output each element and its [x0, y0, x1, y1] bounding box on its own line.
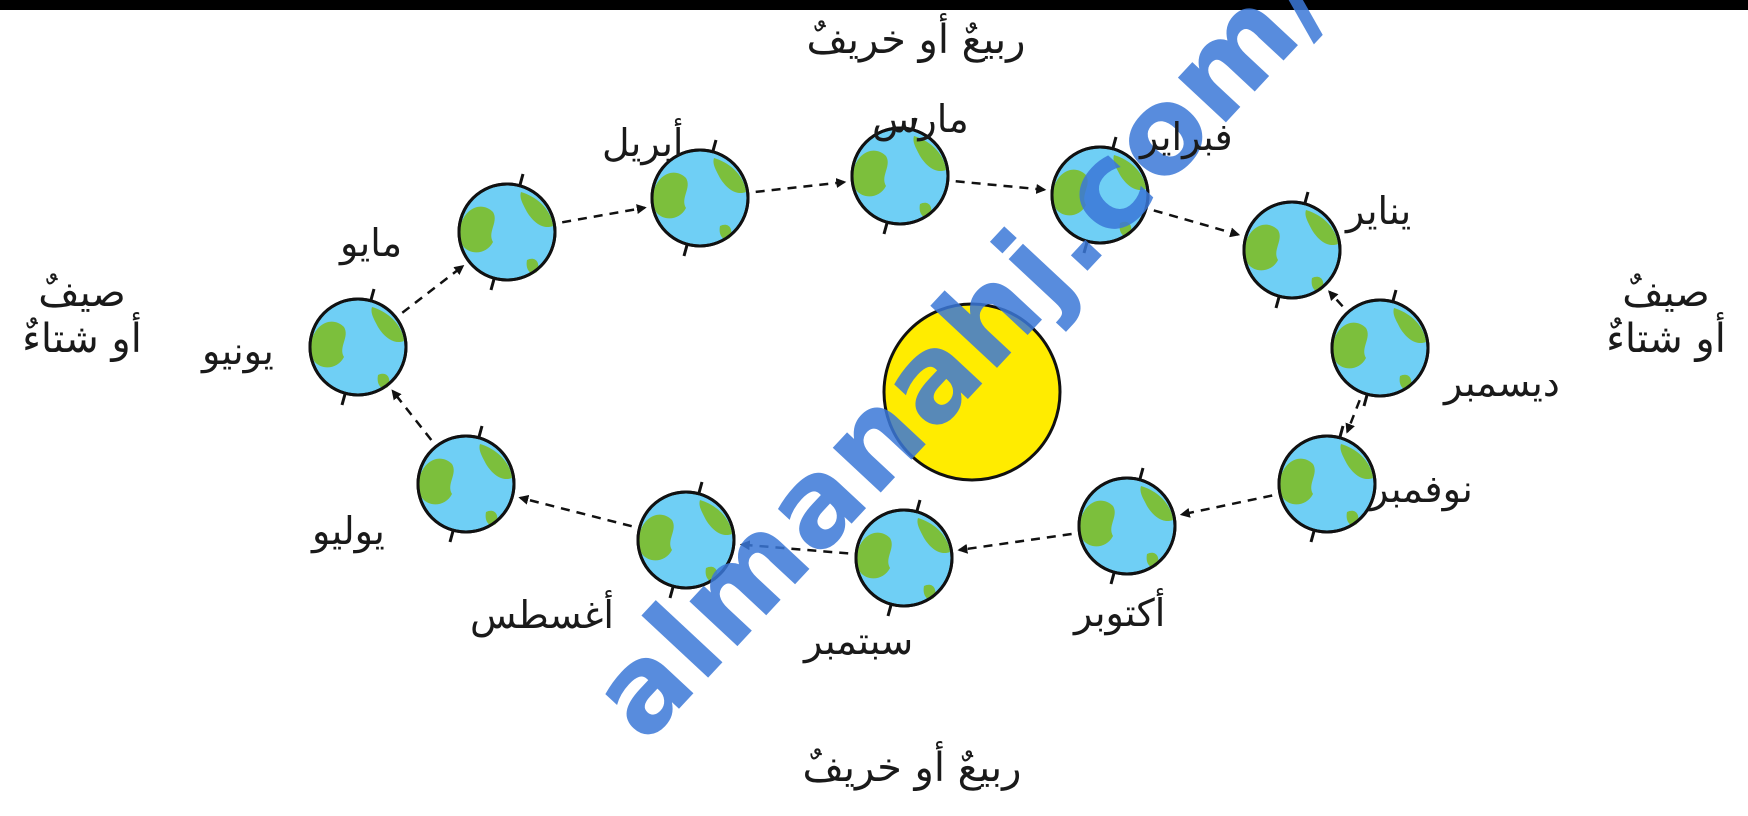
arrow-july-to-june [393, 391, 432, 440]
month-label-february: فبراير [1140, 118, 1233, 156]
earth-positions [310, 118, 1428, 616]
earth-icon-february [1052, 137, 1148, 253]
season-label-top: ربيعٌ أو خريفٌ [746, 20, 1086, 60]
season-right-line2: أو شتاءٌ [1586, 316, 1746, 362]
arrow-october-to-september [959, 534, 1071, 550]
season-label-left: صيفٌ أو شتاءٌ [2, 270, 162, 362]
month-label-july: يوليو [312, 512, 385, 550]
month-label-may: مايو [340, 224, 402, 262]
month-label-january: يناير [1346, 192, 1411, 230]
season-left-line2: أو شتاءٌ [2, 316, 162, 362]
arrow-august-to-july [520, 498, 631, 526]
earth-icon-july [418, 426, 514, 542]
month-label-june: يونيو [202, 332, 274, 370]
month-label-november: نوفمبر [1370, 470, 1473, 508]
month-label-december: ديسمبر [1444, 364, 1560, 402]
earth-icon-october [1079, 468, 1175, 584]
arrow-december-to-january [1329, 292, 1342, 307]
arrow-december-to-november [1347, 400, 1359, 432]
earth-icon-december [1332, 290, 1428, 406]
arrow-march-to-february [956, 181, 1045, 189]
arrow-september-to-august [742, 545, 848, 554]
arrow-april-to-march [756, 182, 845, 192]
earth-icon-june [310, 289, 406, 405]
earth-icon-november [1279, 426, 1375, 542]
arrow-november-to-october [1182, 496, 1272, 515]
month-label-october: أكتوبر [1074, 594, 1165, 632]
arrow-june-to-may [402, 266, 462, 313]
season-label-bottom: ربيعٌ أو خريفٌ [742, 748, 1082, 788]
sun-icon [884, 304, 1060, 480]
arrow-february-to-january [1154, 210, 1238, 234]
month-label-march: مارس [872, 100, 969, 138]
earth-icon-august [638, 482, 734, 598]
earth-icon-september [856, 500, 952, 616]
season-label-right: صيفٌ أو شتاءٌ [1586, 270, 1746, 362]
season-left-line1: صيفٌ [2, 270, 162, 316]
month-label-august: أغسطس [470, 596, 614, 634]
month-label-september: سبتمبر [804, 622, 913, 660]
season-right-line1: صيفٌ [1586, 270, 1746, 316]
earth-icon-january [1244, 192, 1340, 308]
month-label-april: أبريل [602, 124, 683, 162]
arrow-may-to-april [562, 208, 645, 223]
earth-icon-may [459, 174, 555, 290]
